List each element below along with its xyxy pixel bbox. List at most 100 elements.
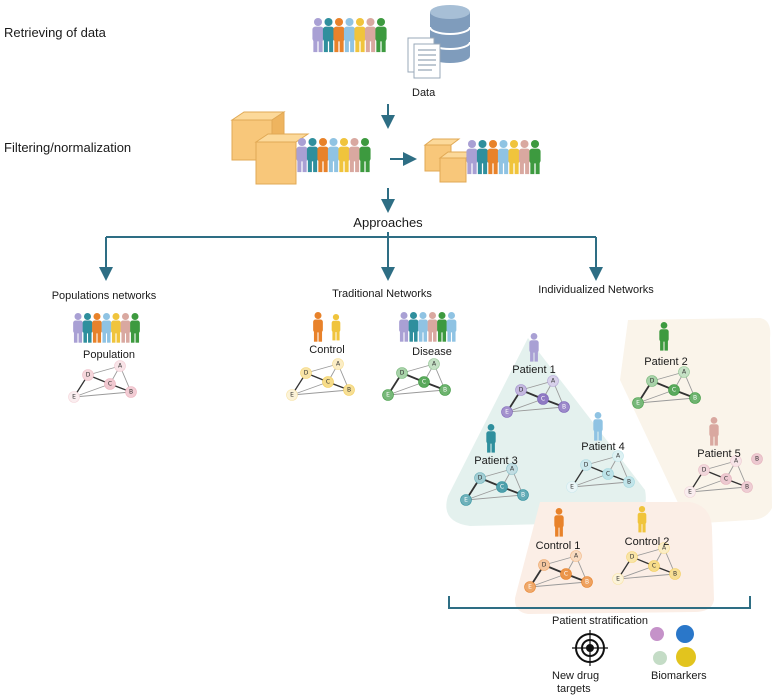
patient-2-label: Patient 2 bbox=[644, 356, 688, 368]
network-node-d: D bbox=[698, 464, 710, 476]
svg-text:D: D bbox=[650, 378, 655, 385]
svg-text:C: C bbox=[724, 476, 728, 483]
network-node-c: C bbox=[668, 384, 680, 396]
person-icon bbox=[306, 138, 319, 173]
network-node-e: E bbox=[286, 389, 298, 401]
svg-text:E: E bbox=[505, 409, 509, 416]
svg-text:D: D bbox=[702, 467, 707, 474]
network-node-c: C bbox=[720, 473, 732, 485]
svg-text:D: D bbox=[519, 387, 524, 394]
svg-text:D: D bbox=[584, 462, 589, 469]
svg-text:C: C bbox=[541, 396, 545, 403]
isolated-node-b: B bbox=[751, 453, 763, 465]
approaches-label: Approaches bbox=[353, 215, 423, 230]
svg-text:D: D bbox=[86, 372, 91, 379]
disease-label: Disease bbox=[412, 346, 452, 358]
svg-text:C: C bbox=[606, 471, 610, 478]
person-icon bbox=[82, 313, 93, 343]
svg-text:C: C bbox=[422, 379, 426, 386]
target-icon bbox=[572, 630, 608, 666]
svg-text:C: C bbox=[672, 387, 676, 394]
network-node-d: D bbox=[580, 459, 592, 471]
svg-text:E: E bbox=[290, 392, 294, 399]
svg-text:E: E bbox=[636, 400, 640, 407]
svg-text:B: B bbox=[521, 492, 525, 499]
approach-traditional-label: Traditional Networks bbox=[332, 288, 432, 300]
filter-box-large-icon bbox=[230, 111, 310, 185]
documents-icon bbox=[407, 37, 441, 79]
biomarker-dots bbox=[650, 625, 696, 667]
network-node-d: D bbox=[626, 551, 638, 563]
svg-text:B: B bbox=[347, 387, 351, 394]
network-node-a: A bbox=[658, 542, 670, 554]
patient-1-label: Patient 1 bbox=[512, 364, 556, 376]
network-node-b: B bbox=[581, 576, 593, 588]
person-icon bbox=[508, 140, 520, 175]
patient-1-network: A B C D E bbox=[501, 375, 570, 418]
network-node-a: A bbox=[612, 450, 624, 462]
network-node-e: E bbox=[524, 581, 536, 593]
disease-person-icon bbox=[418, 312, 428, 342]
population-label: Population bbox=[83, 349, 135, 361]
person-icon bbox=[354, 18, 366, 53]
control-person-icon bbox=[313, 312, 323, 342]
patient-4-icon bbox=[593, 412, 603, 441]
network-node-e: E bbox=[632, 397, 644, 409]
disease-person-icon bbox=[427, 312, 438, 342]
disease-person-icon bbox=[437, 312, 447, 342]
approach-population-label: Populations networks bbox=[51, 290, 157, 302]
disease-person-icon bbox=[408, 312, 419, 342]
svg-text:A: A bbox=[432, 361, 437, 368]
network-node-e: E bbox=[566, 481, 578, 493]
data-label: Data bbox=[412, 87, 436, 99]
person-icon bbox=[322, 18, 335, 53]
filter-box-small-icon bbox=[423, 138, 476, 183]
svg-text:A: A bbox=[551, 378, 556, 385]
network-node-c: C bbox=[648, 560, 660, 572]
network-node-a: A bbox=[114, 360, 126, 372]
person-icon bbox=[518, 140, 531, 175]
person-icon bbox=[333, 18, 345, 53]
svg-text:C: C bbox=[108, 381, 112, 388]
network-node-b: B bbox=[343, 384, 355, 396]
person-icon bbox=[476, 140, 489, 175]
svg-text:D: D bbox=[478, 475, 483, 482]
crowd-filtered bbox=[466, 140, 541, 175]
svg-text:D: D bbox=[630, 554, 635, 561]
network-node-b: B bbox=[623, 476, 635, 488]
network-node-d: D bbox=[646, 375, 658, 387]
person-icon bbox=[312, 18, 324, 53]
person-icon bbox=[111, 313, 121, 343]
network-node-b: B bbox=[669, 568, 681, 580]
network-node-e: E bbox=[460, 494, 472, 506]
patient-cluster-teal bbox=[446, 338, 646, 526]
network-node-b: B bbox=[558, 401, 570, 413]
svg-text:C: C bbox=[500, 484, 504, 491]
network-node-d: D bbox=[82, 369, 94, 381]
svg-text:E: E bbox=[616, 576, 620, 583]
crowd-population bbox=[73, 313, 140, 343]
network-node-c: C bbox=[496, 481, 508, 493]
person-icon bbox=[359, 138, 371, 173]
network-node-d: D bbox=[474, 472, 486, 484]
network-node-c: C bbox=[560, 568, 572, 580]
svg-text:C: C bbox=[564, 571, 568, 578]
svg-text:C: C bbox=[326, 379, 330, 386]
patient-3-label: Patient 3 bbox=[474, 455, 518, 467]
person-icon bbox=[327, 138, 340, 173]
network-node-c: C bbox=[104, 378, 116, 390]
crowd-filtering bbox=[296, 138, 371, 173]
disease-person-icon bbox=[399, 312, 409, 342]
network-node-a: A bbox=[332, 358, 344, 370]
person-icon bbox=[487, 140, 499, 175]
svg-text:B: B bbox=[129, 389, 133, 396]
svg-text:A: A bbox=[336, 361, 341, 368]
control-1-label: Control 1 bbox=[535, 540, 581, 552]
patient-4-label: Patient 4 bbox=[581, 441, 625, 453]
network-node-b: B bbox=[741, 481, 753, 493]
